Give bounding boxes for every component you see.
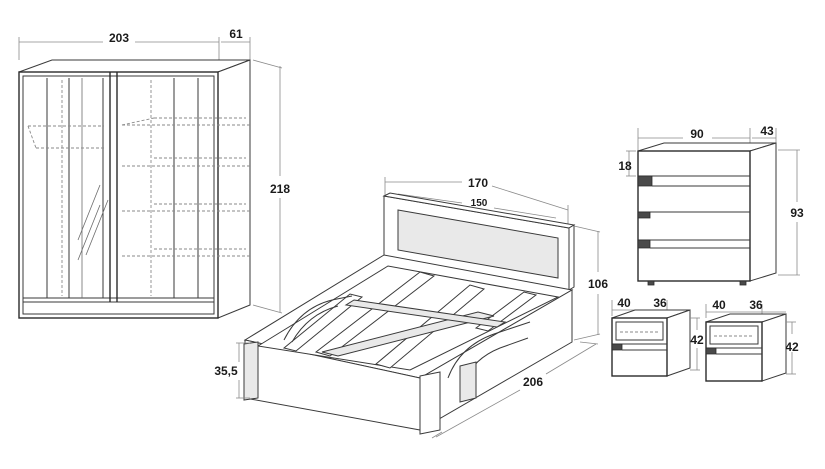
chest-depth-label: 43 bbox=[760, 124, 774, 138]
wardrobe-shelf bbox=[121, 117, 250, 126]
bed-headboard-panel bbox=[397, 209, 559, 279]
bed-length-line-a bbox=[435, 389, 521, 438]
wardrobe-front bbox=[18, 71, 219, 319]
nightstand-right-width-label: 40 bbox=[712, 298, 726, 312]
chest-width-label: 90 bbox=[690, 127, 704, 141]
chest-foot bbox=[647, 280, 655, 286]
bed-slat bbox=[282, 293, 364, 352]
chest-drawer-label: 18 bbox=[618, 159, 632, 173]
nightstand-left-grip bbox=[611, 343, 623, 351]
wardrobe-shelf bbox=[122, 248, 250, 257]
wardrobe-height-label: 218 bbox=[270, 182, 290, 196]
bed-headboard-line-b bbox=[493, 207, 557, 219]
nightstand-left-side bbox=[666, 309, 691, 377]
chest-foot bbox=[739, 280, 747, 286]
chest-front bbox=[637, 150, 751, 282]
bed-width-label: 170 bbox=[468, 176, 488, 190]
bed-headboard-side bbox=[568, 224, 575, 291]
nightstand-right: 40 36 42 bbox=[705, 298, 799, 382]
bed-height-ext-bottom bbox=[573, 333, 601, 341]
bed-corner-post-left bbox=[243, 341, 259, 401]
chest-drawer-grip bbox=[637, 175, 653, 187]
bed-headboard-label: 150 bbox=[471, 198, 488, 209]
nightstand-right-shelf bbox=[709, 325, 759, 345]
bed-cross-rail bbox=[344, 299, 507, 328]
wardrobe-shelf bbox=[27, 125, 104, 149]
chest-height-label: 93 bbox=[790, 206, 804, 220]
bed-drawer-right bbox=[447, 321, 531, 379]
mirror-reflection bbox=[85, 199, 109, 256]
bed-center-rail bbox=[321, 311, 495, 357]
bed: 170 150 106 bbox=[214, 176, 608, 439]
wardrobe-shelf bbox=[122, 157, 250, 167]
nightstand-right-grip bbox=[705, 347, 717, 355]
wardrobe-height-ext-bottom bbox=[252, 304, 283, 314]
mirror-reflection bbox=[77, 184, 101, 241]
bed-width-line-b bbox=[491, 185, 569, 211]
bed-drawer-handle bbox=[459, 361, 477, 403]
wardrobe-inner-frame bbox=[22, 75, 215, 315]
bed-height-label: 106 bbox=[588, 277, 608, 291]
nightstand-left-height-label: 42 bbox=[690, 333, 704, 347]
nightstand-left-depth-label: 36 bbox=[653, 296, 667, 310]
chest-side bbox=[749, 142, 777, 282]
chest-drawer-grip bbox=[637, 239, 651, 249]
bed-drawer-left-inner bbox=[291, 305, 339, 343]
wardrobe-side bbox=[217, 59, 251, 319]
nightstand-right-depth-label: 36 bbox=[749, 298, 763, 312]
nightstand-right-side bbox=[761, 313, 787, 382]
bed-length-line-b bbox=[545, 343, 597, 375]
mirror-reflection bbox=[77, 204, 101, 261]
nightstand-left-width-label: 40 bbox=[617, 296, 631, 310]
bed-side-height-label: 35,5 bbox=[214, 364, 238, 378]
wardrobe-top bbox=[18, 59, 251, 73]
bed-length-label: 206 bbox=[523, 375, 543, 389]
wardrobe-width-label: 203 bbox=[109, 31, 129, 45]
nightstand-left: 40 36 42 bbox=[611, 296, 704, 377]
chest-of-drawers: 90 43 18 93 bbox=[618, 124, 804, 286]
bed-corner-post bbox=[419, 371, 441, 435]
wardrobe: 203 61 218 bbox=[18, 27, 290, 319]
wardrobe-height-ext-top bbox=[252, 59, 283, 69]
bed-height-ext-top bbox=[573, 225, 601, 233]
bed-drawer-left bbox=[283, 295, 353, 341]
wardrobe-depth-label: 61 bbox=[229, 27, 243, 41]
wardrobe-shelf bbox=[122, 203, 250, 212]
bed-headboard-line-a bbox=[397, 193, 463, 204]
bed-slat bbox=[314, 271, 436, 357]
bed-length-ext-back bbox=[579, 341, 599, 345]
bed-length-ext-front bbox=[431, 431, 443, 439]
nightstand-left-shelf bbox=[615, 321, 664, 341]
chest-drawer-grip bbox=[637, 211, 651, 219]
nightstand-right-height-label: 42 bbox=[785, 340, 799, 354]
